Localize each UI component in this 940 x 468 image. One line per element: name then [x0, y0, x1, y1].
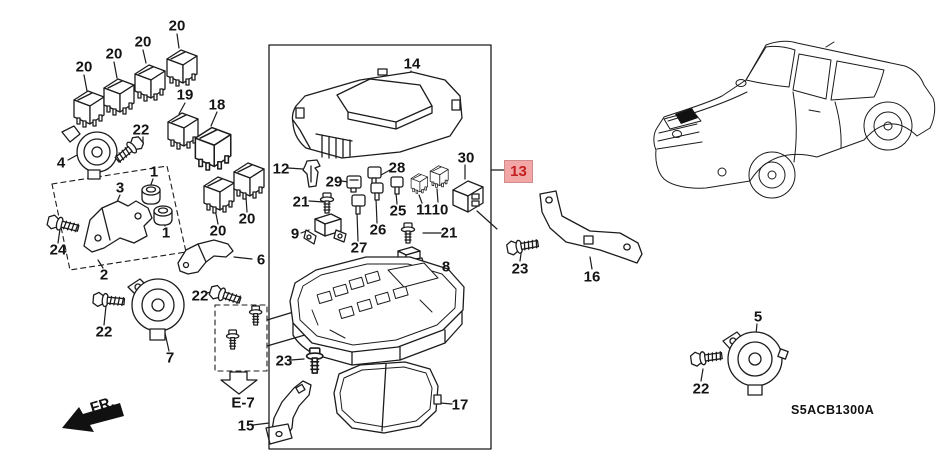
part-label-7: 7 — [165, 349, 175, 367]
part-label-17: 17 — [451, 396, 469, 414]
part-label-23: 23 — [275, 352, 293, 370]
part-label-20: 20 — [168, 17, 186, 35]
part-label-25: 25 — [389, 202, 407, 220]
relay-10-drawing — [429, 165, 449, 188]
part-label-20: 20 — [75, 58, 93, 76]
part-label-29: 29 — [325, 173, 343, 191]
part-label-21: 21 — [292, 193, 310, 211]
e7-connector-label: E-7 — [231, 394, 255, 412]
fuse-puller-12-drawing — [302, 159, 321, 188]
part-label-5: 5 — [753, 308, 763, 326]
part-label-23: 23 — [511, 260, 529, 278]
bracket-16-drawing — [539, 190, 643, 264]
part-label-21: 21 — [440, 224, 458, 242]
fuse-27-drawing — [351, 194, 366, 215]
part-label-22: 22 — [132, 121, 150, 139]
part-label-8: 8 — [441, 258, 451, 276]
part-label-26: 26 — [369, 221, 387, 239]
fr-label: FR. — [88, 394, 116, 417]
part-label-22: 22 — [191, 287, 209, 305]
part-label-9: 9 — [290, 225, 300, 243]
bracket-15-drawing — [265, 380, 312, 445]
part-label-14: 14 — [403, 55, 421, 73]
e7-dashed-box — [214, 304, 268, 372]
part-label-15: 15 — [237, 417, 255, 435]
relay-18-drawing — [194, 126, 232, 171]
bolt-24-drawing — [45, 213, 81, 236]
bolt-23-right-drawing — [505, 235, 540, 257]
selected-part-ref-13[interactable]: 13 — [504, 160, 533, 183]
fr-direction-arrow: FR. — [62, 394, 124, 432]
part-label-22: 22 — [95, 323, 113, 341]
part-label-16: 16 — [583, 268, 601, 286]
horn-5-drawing — [722, 331, 789, 396]
part-label-18: 18 — [208, 96, 226, 114]
diagram-code: S5ACB1300A — [791, 403, 875, 417]
part-label-3: 3 — [115, 179, 125, 197]
bolt-22-horn7-drawing — [92, 291, 126, 310]
fuse-26-drawing — [370, 182, 384, 201]
part-label-12: 12 — [272, 160, 290, 178]
fuse-29-drawing — [346, 175, 362, 193]
part-label-6: 6 — [256, 251, 266, 269]
fusebox-body-drawing — [289, 256, 465, 366]
part-label-2: 2 — [99, 266, 109, 284]
relay-30-drawing — [452, 180, 484, 213]
part-label-30: 30 — [457, 149, 475, 167]
part-label-20: 20 — [238, 210, 256, 228]
bracket-3-drawing — [83, 200, 153, 253]
part-label-19: 19 — [176, 86, 194, 104]
bolt-23-e7-drawings — [225, 305, 263, 350]
bolt-22-horn5-drawing — [689, 348, 724, 368]
part-label-10: 10 — [431, 201, 449, 219]
part-9-drawing — [303, 213, 347, 245]
bracket-6-drawing — [177, 239, 234, 275]
relay-11-drawing — [410, 173, 428, 194]
part-label-20: 20 — [209, 222, 227, 240]
fusebox-upper-cover-drawing — [291, 68, 463, 159]
relay-19-drawing — [167, 112, 199, 150]
bolt-22-mid-drawing — [207, 283, 243, 308]
bolt-23-box-drawing — [305, 347, 324, 374]
part-label-20: 20 — [134, 33, 152, 51]
fusebox-lower-cover-drawing — [333, 361, 442, 434]
part-label-27: 27 — [350, 239, 368, 257]
fusebox-location-marker — [675, 108, 698, 124]
part-label-20: 20 — [105, 45, 123, 63]
e7-arrow-icon — [220, 371, 258, 395]
highlight-region-box — [268, 44, 492, 450]
part-label-1: 1 — [161, 224, 171, 242]
horn-7-drawing — [127, 278, 185, 341]
fuse-25-drawing — [390, 176, 404, 195]
car-outline-drawing — [653, 40, 936, 199]
part-label-11: 11 — [416, 201, 432, 219]
part-label-4: 4 — [56, 154, 66, 172]
bracket-2-dashed-boundary — [51, 165, 187, 271]
part-label-22: 22 — [692, 380, 710, 398]
part-label-24: 24 — [49, 241, 67, 259]
fuse-28-drawing — [367, 166, 382, 185]
horn-4-drawing — [61, 125, 118, 180]
part-label-28: 28 — [388, 159, 406, 177]
part-label-1: 1 — [149, 163, 159, 181]
